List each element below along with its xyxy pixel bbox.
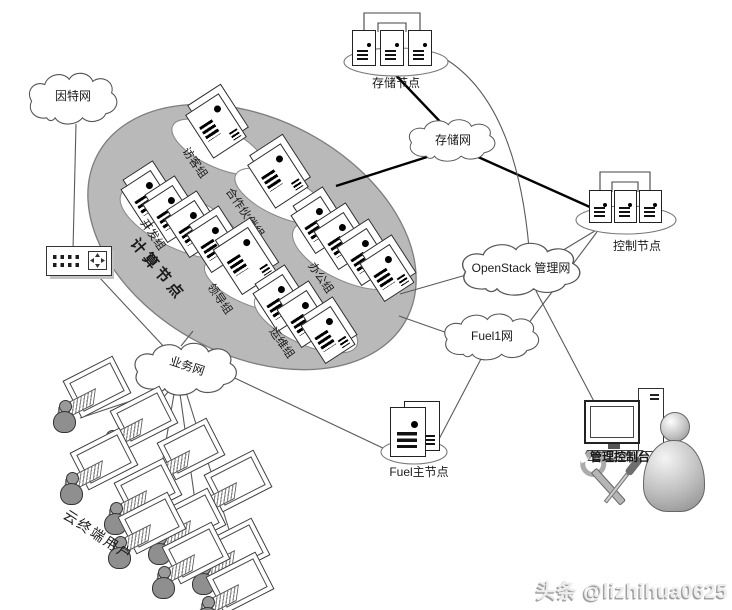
link-storagenet-compute <box>335 155 428 188</box>
workstation <box>104 457 200 548</box>
workstation <box>196 551 292 610</box>
storage-bracket-inner <box>377 22 407 32</box>
control-bracket-outer <box>599 171 651 192</box>
user-person-icon <box>53 400 77 436</box>
workstation <box>108 491 204 582</box>
workstation <box>152 521 248 610</box>
fuel-master-label: Fuel主节点 <box>389 465 449 479</box>
storage-server-icon <box>408 30 432 66</box>
fuel-master-server-icon <box>390 407 426 457</box>
control-server-icon <box>614 190 637 223</box>
workstation <box>60 427 156 518</box>
router-icon <box>46 246 112 276</box>
user-person-icon <box>196 596 220 610</box>
cluster-brackets <box>363 12 651 192</box>
link-fuel1net-fuelmaster <box>436 356 483 444</box>
link-storagenodes-openstacknet-curve <box>443 57 530 249</box>
user-person-icon <box>104 502 128 538</box>
admin-person-body-icon <box>643 440 705 512</box>
internet-cloud-label: 因特网 <box>54 89 91 103</box>
link-router-businessnet <box>98 276 167 350</box>
watermark-text: 头条 @lizhihua0625 <box>536 581 728 603</box>
storage-server-icon <box>380 30 404 66</box>
control-nodes-label: 控制节点 <box>612 239 661 253</box>
admin-person-icon <box>660 412 690 442</box>
openstack-mgmt-net-label: OpenStack 管理网 <box>471 261 571 275</box>
user-person-icon <box>108 536 132 572</box>
link-internet-router <box>72 123 77 251</box>
storage-net-label: 存储网 <box>434 133 471 147</box>
monitor-stand-icon <box>608 444 620 449</box>
link-openstacknet-console <box>535 290 599 410</box>
control-server-icon <box>589 190 612 223</box>
control-server-icon <box>639 190 662 223</box>
storage-nodes-label: 存储节点 <box>371 76 420 90</box>
workstation <box>53 355 149 446</box>
console-monitor-icon <box>584 400 640 444</box>
storage-bracket-outer <box>363 12 421 32</box>
link-businessnet-fuelmaster <box>221 371 388 451</box>
console-label: 管理控制台 <box>589 450 650 464</box>
link-storagenet-controlnodes <box>466 150 602 214</box>
storage-server-icon <box>352 30 376 66</box>
control-bracket-inner <box>611 181 639 192</box>
fuel1-net-label: Fuel1网 <box>470 329 514 343</box>
computer-tower-icon <box>638 388 664 452</box>
user-person-icon <box>60 472 84 508</box>
management-console <box>574 386 728 536</box>
user-person-icon <box>152 566 176 602</box>
link-businessnet-compute <box>180 330 194 347</box>
router-arrows-icon <box>88 251 107 270</box>
